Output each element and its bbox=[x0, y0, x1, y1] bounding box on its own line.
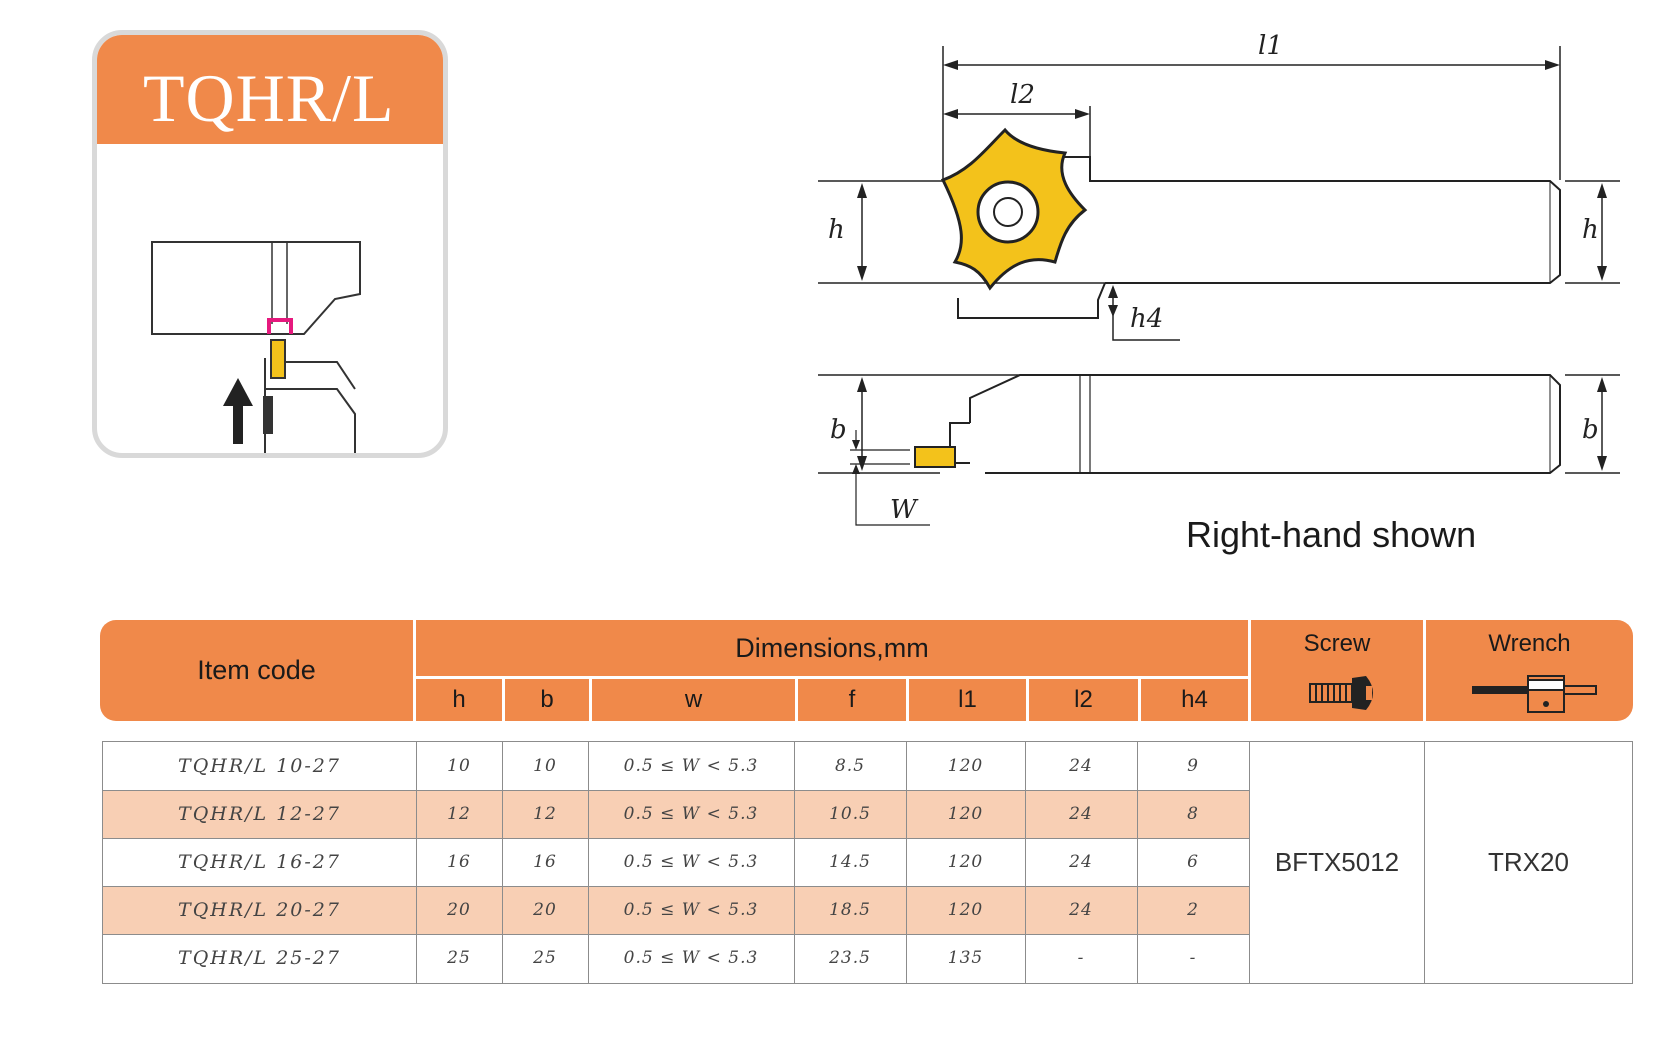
dimensions-table: TQHR/L 10-27 10 10 0.5 ≤ W < 5.3 8.5 120… bbox=[102, 741, 1633, 984]
label-b-right: b bbox=[1582, 415, 1599, 445]
title-card-header bbox=[97, 35, 443, 144]
header-col-h4: h4 bbox=[1181, 686, 1208, 713]
header-col-l1: l1 bbox=[958, 686, 977, 713]
cell-code: TQHR/L 10-27 bbox=[178, 755, 341, 777]
cell-h4: 6 bbox=[1187, 852, 1199, 872]
wrench-value: TRX20 bbox=[1488, 847, 1569, 877]
table-row: TQHR/L 25-27 25 25 0.5 ≤ W < 5.3 23.5 13… bbox=[103, 934, 1249, 982]
cell-l1: 120 bbox=[947, 900, 984, 920]
application-illustration bbox=[151, 241, 361, 453]
cell-code: TQHR/L 25-27 bbox=[178, 947, 341, 969]
cell-code: TQHR/L 20-27 bbox=[178, 899, 341, 921]
label-h-right: h bbox=[1582, 215, 1599, 245]
cell-f: 18.5 bbox=[829, 900, 871, 920]
header-screw: Screw bbox=[1303, 630, 1371, 657]
cell-b: 25 bbox=[533, 948, 557, 968]
cell-w: 0.5 ≤ W < 5.3 bbox=[623, 900, 759, 920]
cell-h: 16 bbox=[447, 852, 471, 872]
cell-h: 12 bbox=[447, 804, 471, 824]
table-row: TQHR/L 12-27 12 12 0.5 ≤ W < 5.3 10.5 12… bbox=[103, 790, 1249, 838]
header-col-b: b bbox=[540, 686, 554, 713]
cell-b: 10 bbox=[533, 756, 557, 776]
header-wrench: Wrench bbox=[1488, 630, 1571, 657]
table-row: TQHR/L 20-27 20 20 0.5 ≤ W < 5.3 18.5 12… bbox=[103, 886, 1249, 934]
table-row: TQHR/L 10-27 10 10 0.5 ≤ W < 5.3 8.5 120… bbox=[103, 742, 1249, 790]
cell-l2: 24 bbox=[1069, 756, 1093, 776]
label-h4: h4 bbox=[1130, 304, 1163, 334]
label-h-left: h bbox=[828, 215, 845, 245]
cell-w: 0.5 ≤ W < 5.3 bbox=[623, 948, 759, 968]
screw-icon bbox=[1309, 676, 1373, 710]
cell-h4: 9 bbox=[1187, 756, 1199, 776]
header-col-w: w bbox=[684, 686, 703, 713]
cell-h: 25 bbox=[447, 948, 471, 968]
cell-l2: 24 bbox=[1069, 804, 1093, 824]
label-l2: l2 bbox=[1010, 80, 1035, 110]
header-item-code: Item code bbox=[197, 655, 316, 685]
table-header: Item code Dimensions,mm h b w f l1 l2 h4… bbox=[100, 620, 1633, 721]
cell-h: 20 bbox=[447, 900, 471, 920]
table-row: TQHR/L 16-27 16 16 0.5 ≤ W < 5.3 14.5 12… bbox=[103, 838, 1249, 886]
label-l1: l1 bbox=[1258, 31, 1283, 61]
cell-l2: 24 bbox=[1069, 900, 1093, 920]
insert-icon bbox=[940, 127, 1088, 291]
cell-w: 0.5 ≤ W < 5.3 bbox=[623, 804, 759, 824]
groove-marker bbox=[267, 318, 293, 334]
technical-drawing: l1 l2 h h h4 b b W bbox=[818, 31, 1620, 526]
cell-h4: 8 bbox=[1187, 804, 1199, 824]
screw-value: BFTX5012 bbox=[1274, 847, 1400, 877]
cell-l1: 135 bbox=[947, 948, 984, 968]
cell-b: 20 bbox=[533, 900, 557, 920]
cell-w: 0.5 ≤ W < 5.3 bbox=[623, 852, 759, 872]
cell-l1: 120 bbox=[947, 804, 984, 824]
cell-h4: - bbox=[1189, 948, 1197, 968]
cell-h4: 2 bbox=[1187, 900, 1199, 920]
header-col-f: f bbox=[848, 686, 856, 713]
cell-l1: 120 bbox=[947, 852, 984, 872]
cell-l1: 120 bbox=[947, 756, 984, 776]
cell-l2: - bbox=[1077, 948, 1085, 968]
cell-code: TQHR/L 12-27 bbox=[178, 803, 341, 825]
cell-code: TQHR/L 16-27 bbox=[178, 851, 341, 873]
cell-l2: 24 bbox=[1069, 852, 1093, 872]
header-dimensions: Dimensions,mm bbox=[735, 632, 929, 663]
product-title: TQHR/L bbox=[143, 60, 395, 136]
cell-f: 10.5 bbox=[829, 804, 871, 824]
cell-b: 16 bbox=[533, 852, 557, 872]
label-w: W bbox=[890, 495, 919, 525]
title-card: TQHR/L bbox=[92, 30, 448, 458]
header-col-h: h bbox=[452, 686, 466, 713]
header-col-l2: l2 bbox=[1074, 686, 1093, 713]
arrow-up-icon bbox=[233, 404, 243, 444]
label-b-left: b bbox=[830, 415, 847, 445]
drawing-caption: Right-hand shown bbox=[1186, 514, 1477, 555]
cell-b: 12 bbox=[533, 804, 557, 824]
cell-w: 0.5 ≤ W < 5.3 bbox=[623, 756, 759, 776]
wrench-icon bbox=[1472, 675, 1597, 713]
cell-h: 10 bbox=[447, 756, 471, 776]
cell-f: 8.5 bbox=[834, 756, 866, 776]
cell-f: 14.5 bbox=[829, 852, 871, 872]
cell-f: 23.5 bbox=[829, 948, 871, 968]
